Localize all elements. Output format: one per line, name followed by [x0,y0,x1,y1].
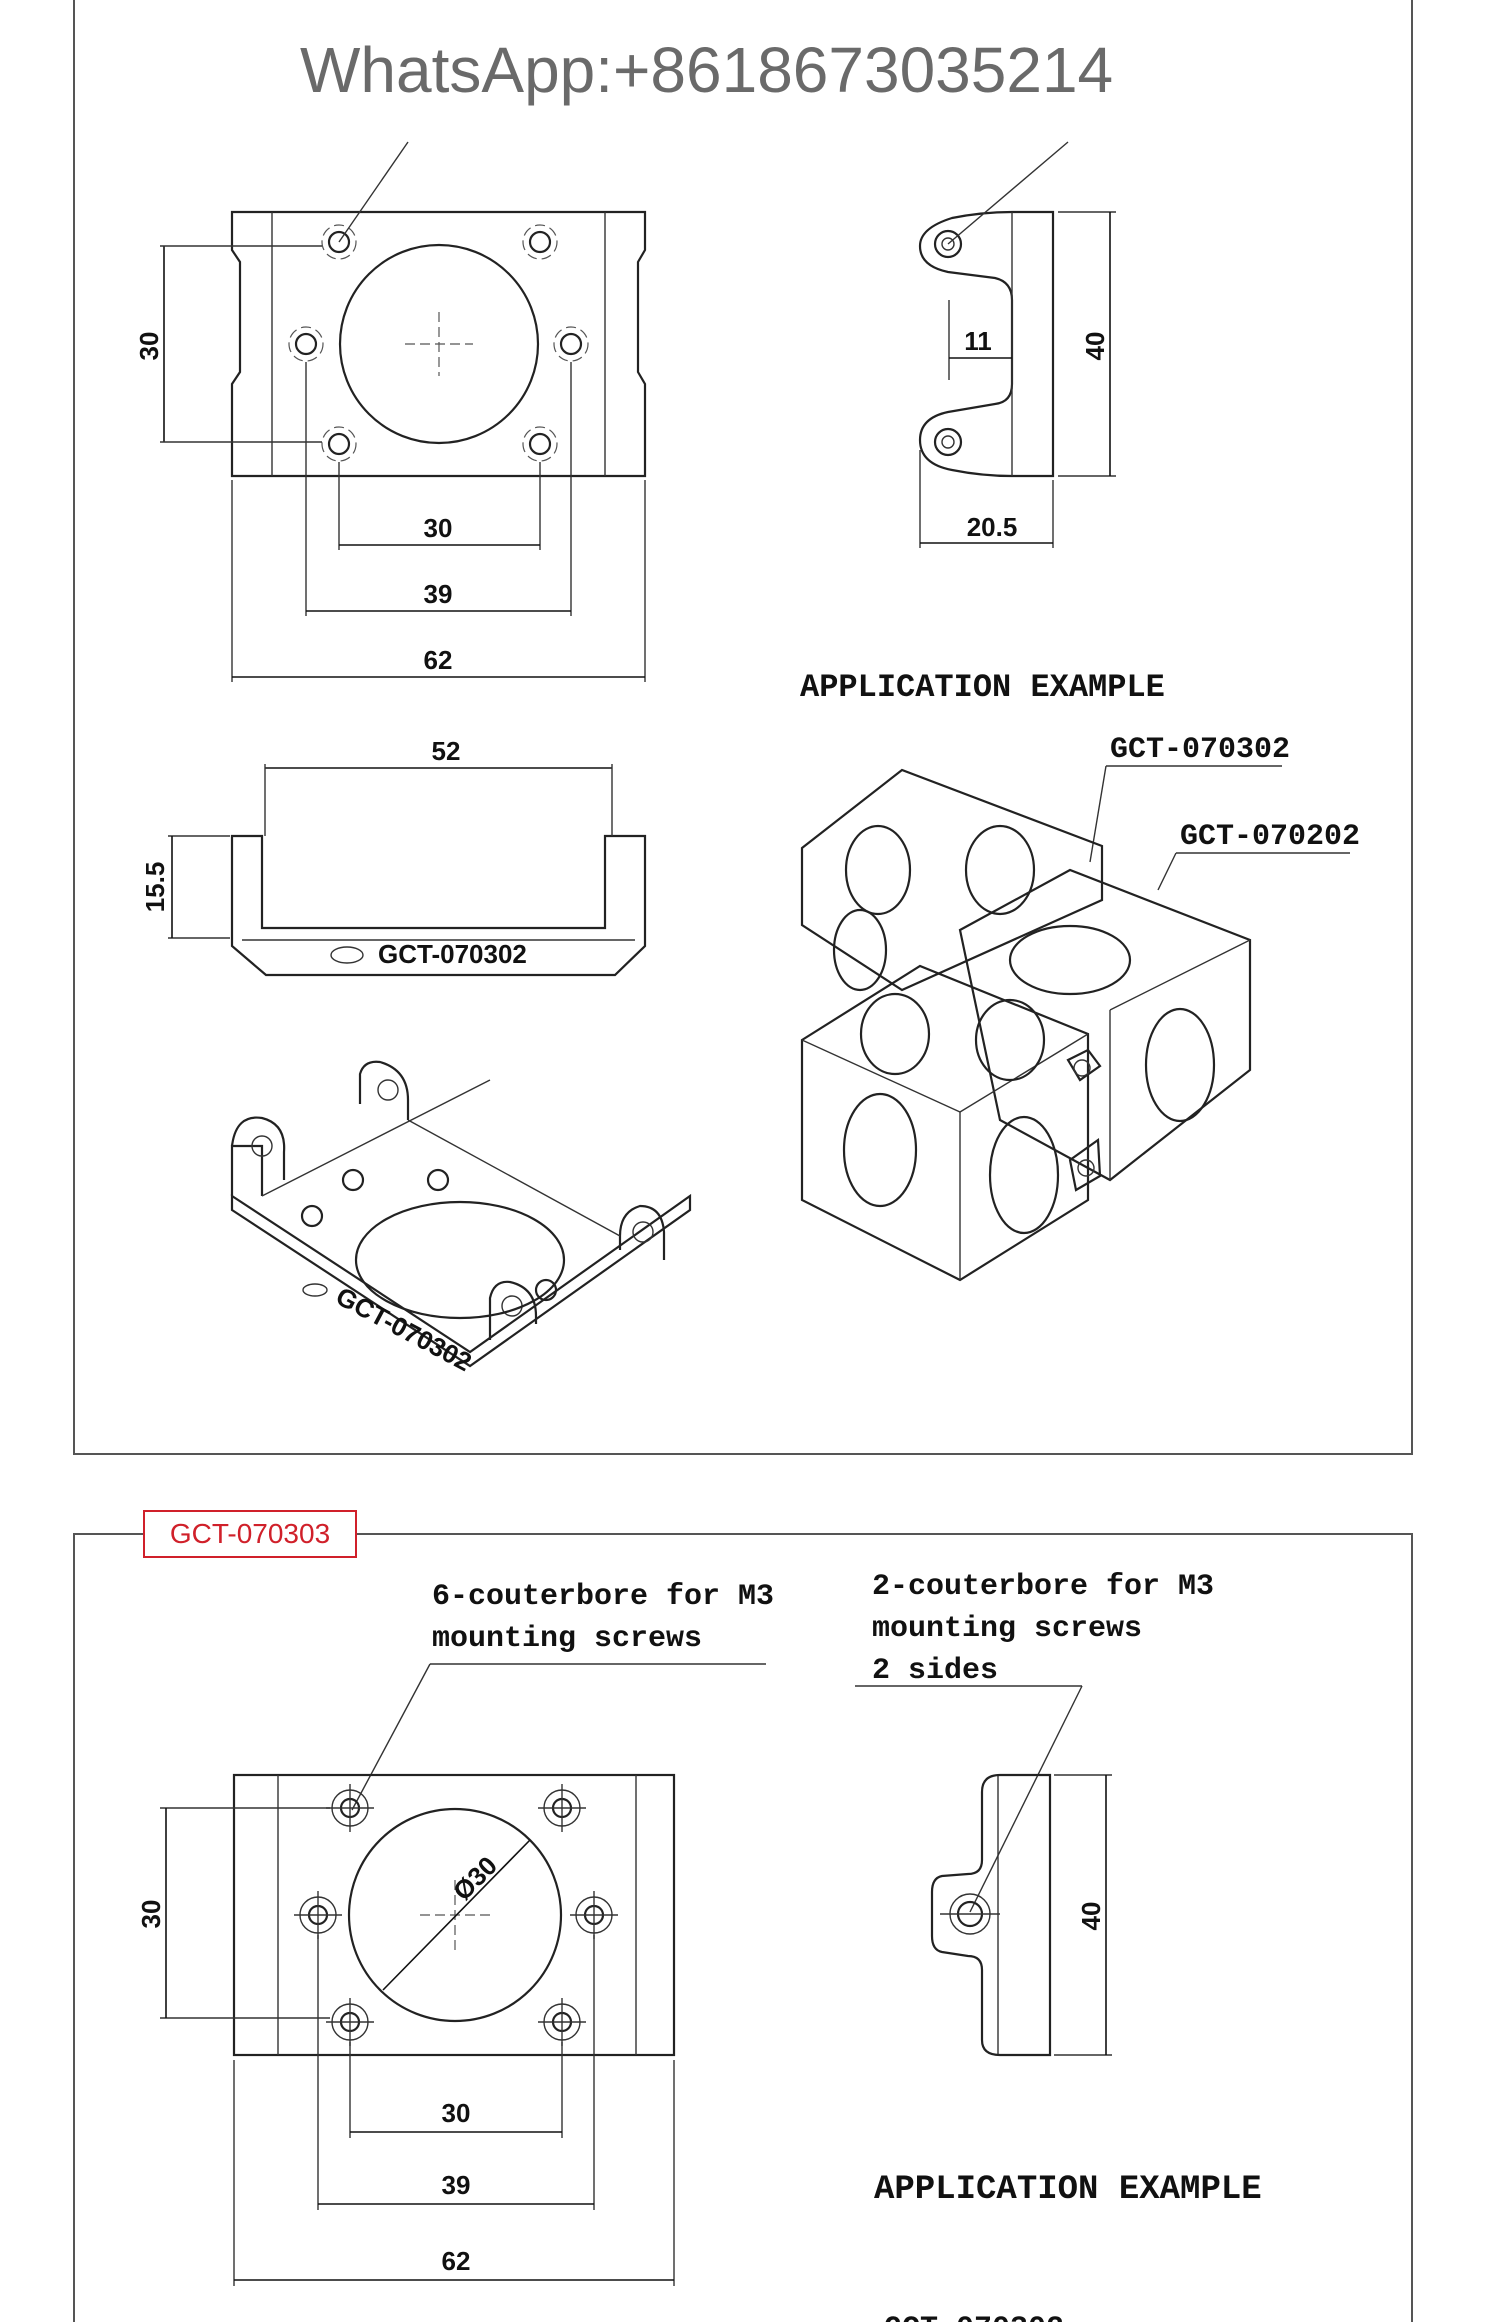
dim-height-30: 30 [134,332,164,361]
cbore-hole-top-right [538,1784,586,1832]
part-tag-box [143,1510,357,1558]
panel1-frame [73,0,1413,1455]
top-view-drawing [160,141,647,682]
dim2-height-30: 30 [136,1900,166,1929]
dim-inner-spacing-30: 30 [424,513,453,543]
isometric-bracket-drawing [230,1060,692,1368]
note-left-line1: 6-couterbore for M3 [432,1580,774,1614]
mount-hole-mid-right [553,326,589,362]
dim-overall-width-62: 62 [424,645,453,675]
iso-logo-mark [302,1283,328,1297]
logo-mark [330,946,364,964]
dim-tab-gap-11: 11 [964,326,992,356]
callout-gct-070302: GCT-070302 [1110,733,1290,767]
panel2-frame [73,1533,1413,2322]
mount-hole-bottom-right [522,426,558,462]
dim-front-height-15-5: 15.5 [140,862,170,913]
panel2-callout-cut: GCT-070302 [884,2312,1064,2322]
note-left-line2: mounting screws [432,1622,702,1656]
dim-side-height-40: 40 [1080,332,1110,361]
dim-outer-spacing-39: 39 [424,579,453,609]
mount-hole-bottom-left [321,426,357,462]
note-right-line2: mounting screws [872,1612,1142,1646]
dim2-outer-spacing-39: 39 [442,2170,471,2200]
dim-depth-20-5: 20.5 [967,512,1018,542]
top-view-drawing-2 [160,1773,676,2286]
dim-inner-width-52: 52 [432,736,461,766]
front-view-drawing [168,764,647,977]
iso-engraving-label: GCT-070302 [331,1281,477,1377]
application-title-2: APPLICATION EXAMPLE [874,2171,1262,2209]
part-tag-label: GCT-070303 [170,1518,330,1549]
cbore-hole-mid-left [294,1891,342,1939]
cbore-hole-bottom-right [538,1998,586,2046]
cbore-hole-top-left [326,1784,374,1832]
watermark-text: WhatsApp:+8618673035214 [300,34,1113,106]
dim2-side-height-40: 40 [1076,1902,1106,1931]
dim2-overall-width-62: 62 [442,2246,471,2276]
side-view-drawing [918,141,1116,548]
note-right-line1: 2-couterbore for M3 [872,1570,1214,1604]
cube-assembly-drawing [800,768,1252,1282]
callout-gct-070202: GCT-070202 [1180,820,1360,854]
mount-hole-top-right [522,224,558,260]
note-right-line3: 2 sides [872,1654,998,1688]
mount-hole-mid-left [288,326,324,362]
front-engraving-label: GCT-070302 [378,939,527,969]
dim2-inner-spacing-30: 30 [442,2098,471,2128]
mount-hole-top-left [321,224,357,260]
cbore-hole-bottom-left [326,1998,374,2046]
cbore-hole-mid-right [570,1891,618,1939]
side-view-drawing-2 [930,1773,1112,2057]
application-title-1: APPLICATION EXAMPLE [800,669,1165,706]
